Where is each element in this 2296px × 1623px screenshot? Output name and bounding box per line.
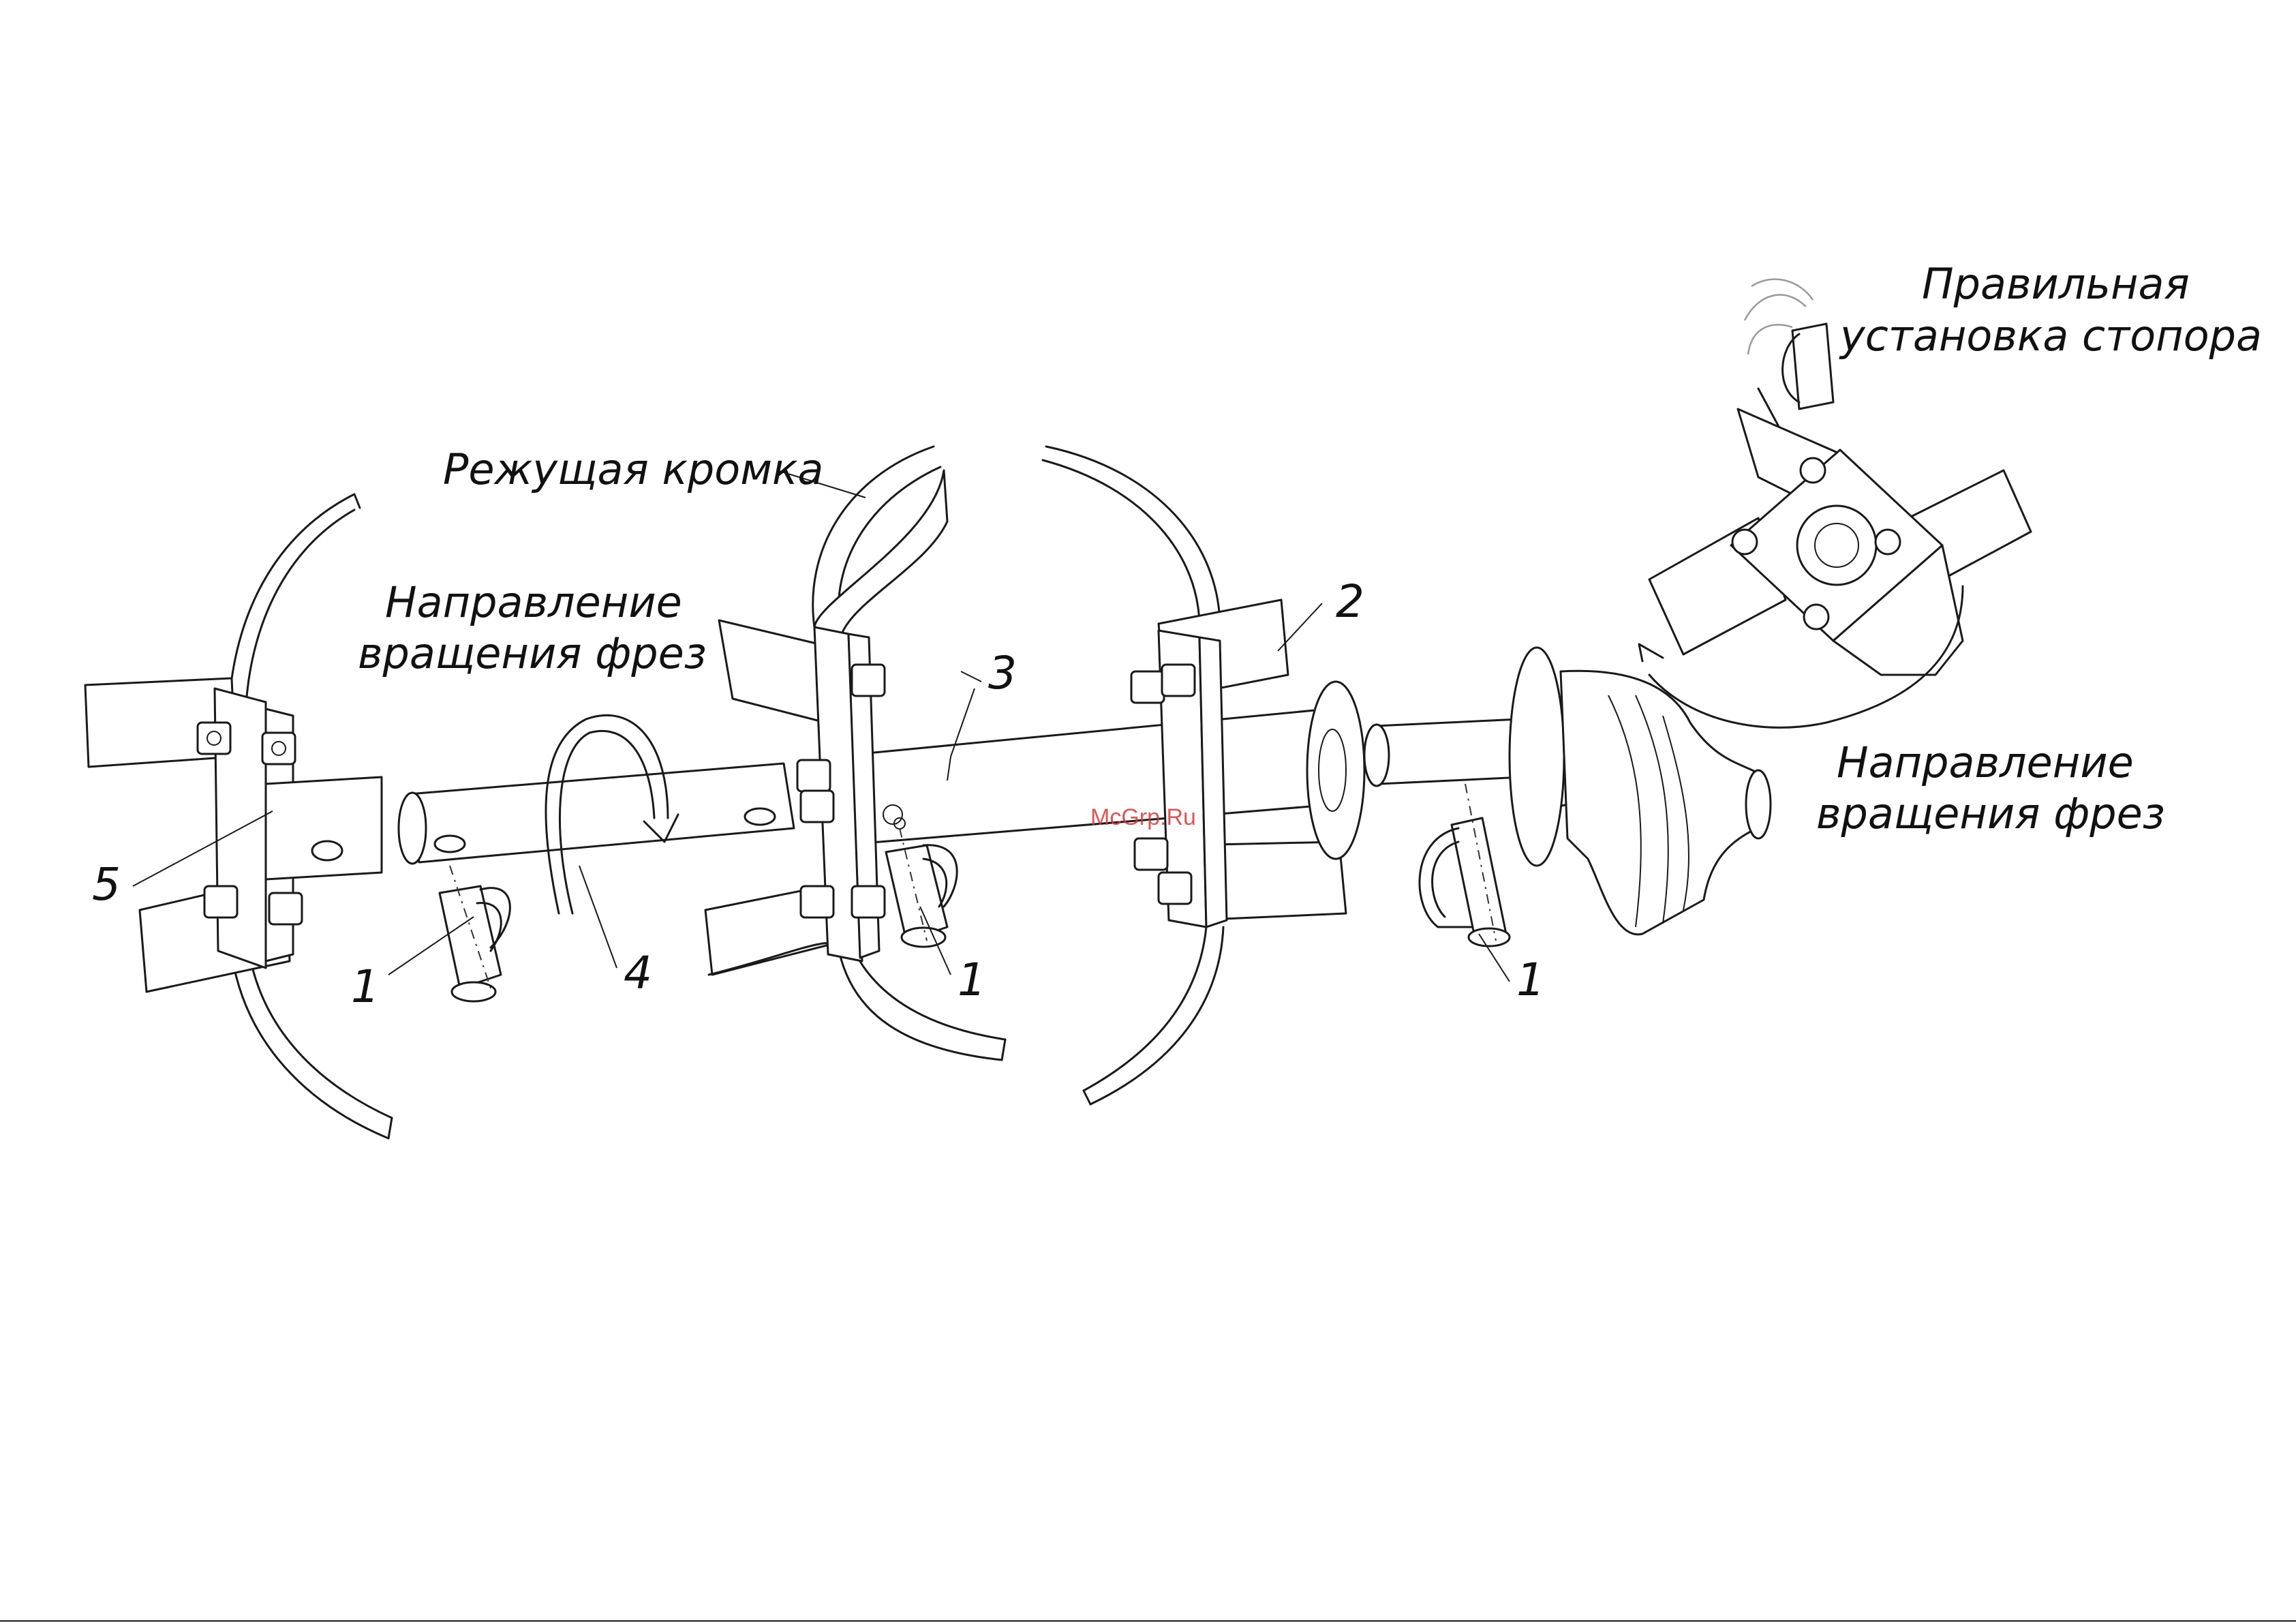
callout-1-left: 1	[351, 960, 380, 1013]
label-rotation-right-line2: вращения фрез	[1816, 789, 2165, 838]
watermark: McGrp.Ru	[1090, 804, 1196, 830]
label-rotation-left-line2: вращения фрез	[358, 628, 707, 678]
locking-pin-right	[1420, 784, 1510, 946]
callout-2: 2	[1336, 575, 1364, 628]
label-correct-install-line1: Правильная	[1922, 259, 2190, 309]
gearbox-shaft	[1364, 648, 1771, 935]
callout-4: 4	[624, 947, 652, 999]
center-cutter-assembly	[705, 446, 1364, 1104]
left-cutter-assembly	[85, 494, 392, 1138]
label-rotation-right-line1: Направление	[1837, 738, 2134, 787]
callout-1-center: 1	[958, 954, 986, 1006]
shaft-section-4	[399, 715, 794, 913]
callout-3: 3	[988, 647, 1017, 699]
callout-1-right: 1	[1516, 954, 1545, 1006]
locking-pin-center	[886, 828, 957, 947]
callout-5: 5	[92, 858, 121, 911]
label-cutting-edge: Режущая кромка	[443, 444, 823, 494]
label-correct-install-line2: установка стопора	[1839, 311, 2262, 361]
label-rotation-left-line1: Направление	[385, 577, 682, 627]
